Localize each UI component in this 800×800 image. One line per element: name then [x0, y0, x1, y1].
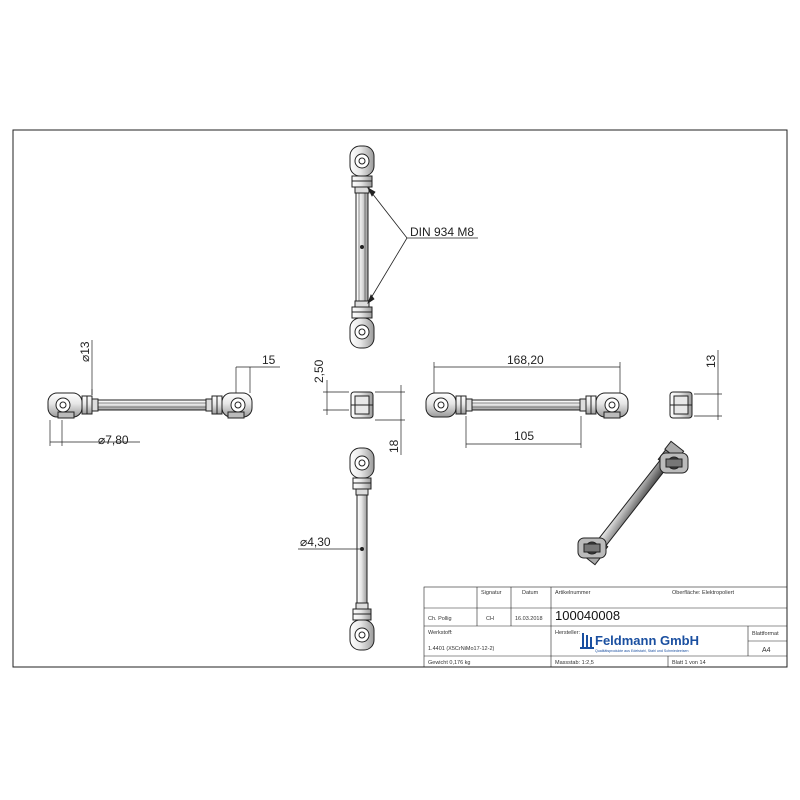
- tb-label-hersteller: Hersteller:: [555, 630, 581, 636]
- dim-13-right: 13: [704, 354, 718, 368]
- tb-label-oberflaeche: Oberfläche: Elektropoliert: [672, 590, 735, 596]
- center-end-view: [350, 391, 374, 419]
- tb-label-blattformat: Blattformat: [752, 631, 779, 637]
- left-dimension-lines: [49, 340, 280, 446]
- tb-name: Ch. Pollig: [428, 616, 452, 622]
- tb-signatur: CH: [486, 616, 494, 622]
- tb-label-artikelnummer: Artikelnummer: [555, 590, 591, 596]
- right-horizontal-view: [425, 392, 629, 419]
- tb-datum: 16.03.2018: [515, 616, 543, 622]
- dim-18: 18: [387, 439, 401, 453]
- top-vertical-view: [349, 145, 375, 349]
- tb-label-werkstoff: Werkstoff:: [428, 630, 453, 636]
- logo-name: Feldmann GmbH: [595, 633, 699, 648]
- dim-105: 105: [514, 429, 534, 443]
- feldmann-logo: Feldmann GmbH Qualitätsprodukte aus Edel…: [580, 633, 699, 653]
- sheet-border: [12, 129, 788, 668]
- dim-15: 15: [262, 353, 276, 367]
- bottom-vertical-view: [349, 447, 375, 651]
- logo-tagline: Qualitätsprodukte aus Edelstahl, Stahl u…: [595, 649, 689, 653]
- din-label: DIN 934 M8: [410, 225, 474, 239]
- isometric-view: [577, 440, 689, 566]
- tb-massstab: Massstab: 1:2,5: [555, 660, 594, 666]
- left-horizontal-view: [47, 392, 253, 419]
- tb-label-datum: Datum: [522, 590, 539, 596]
- far-right-dimension-lines: [694, 350, 722, 420]
- dim-250: 2,50: [312, 359, 326, 383]
- right-dimension-lines: [433, 362, 621, 448]
- tb-blatt: Blatt 1 von 14: [672, 660, 706, 666]
- dim-dia430: ⌀4,30: [300, 535, 331, 549]
- tb-werkstoff: 1.4401 (X5CrNiMo17-12-2): [428, 646, 495, 652]
- logo-mark-icon: [580, 633, 594, 649]
- din-leader: [367, 186, 478, 305]
- dim-16820: 168,20: [507, 353, 544, 367]
- tb-label-signatur: Signatur: [481, 590, 502, 596]
- dim-dia780: ⌀7,80: [98, 433, 129, 447]
- tb-blattformat: A4: [762, 647, 771, 654]
- tb-artikelnummer: 100040008: [555, 608, 620, 623]
- title-block: [423, 586, 788, 668]
- center-dimension-lines: [323, 380, 405, 455]
- far-right-end-view: [669, 391, 693, 419]
- tb-gewicht: Gewicht 0,176 kg: [428, 660, 471, 666]
- dim-dia13: ⌀13: [78, 341, 92, 362]
